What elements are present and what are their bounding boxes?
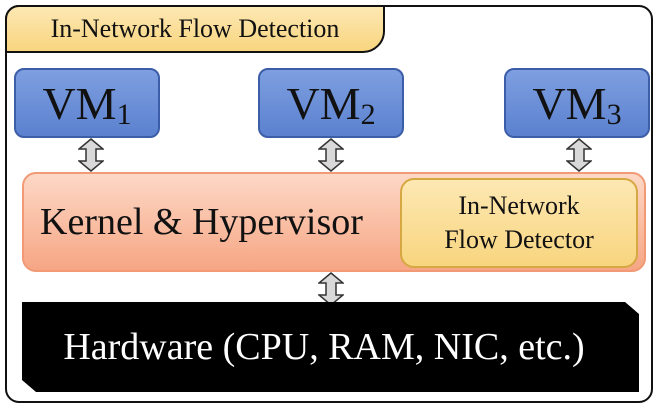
vm-1-label: VM (42, 77, 117, 129)
flow-detector-box: In-Network Flow Detector (400, 178, 638, 268)
hardware-box (22, 302, 639, 392)
flow-detector-line-1: In-Network (458, 191, 580, 220)
vm-1-subscript: 1 (116, 98, 132, 131)
kernel-hypervisor-label: Kernel & Hypervisor (40, 201, 363, 243)
double-arrow-icon (318, 272, 344, 306)
flow-detector-line-2: Flow Detector (444, 225, 594, 254)
diagram-title: In-Network Flow Detection (50, 14, 340, 43)
hardware-label: Hardware (CPU, RAM, NIC, etc.) (63, 326, 585, 368)
double-arrow-icon (566, 138, 592, 172)
double-arrow-icon (318, 138, 344, 172)
title-tab: In-Network Flow Detection (5, 5, 385, 53)
vm-3-label: VM (532, 77, 607, 129)
vm-2-subscript: 2 (360, 98, 376, 131)
double-arrow-icon (78, 138, 104, 172)
vm-2-label: VM (286, 77, 361, 129)
vm-3-subscript: 3 (606, 98, 622, 131)
